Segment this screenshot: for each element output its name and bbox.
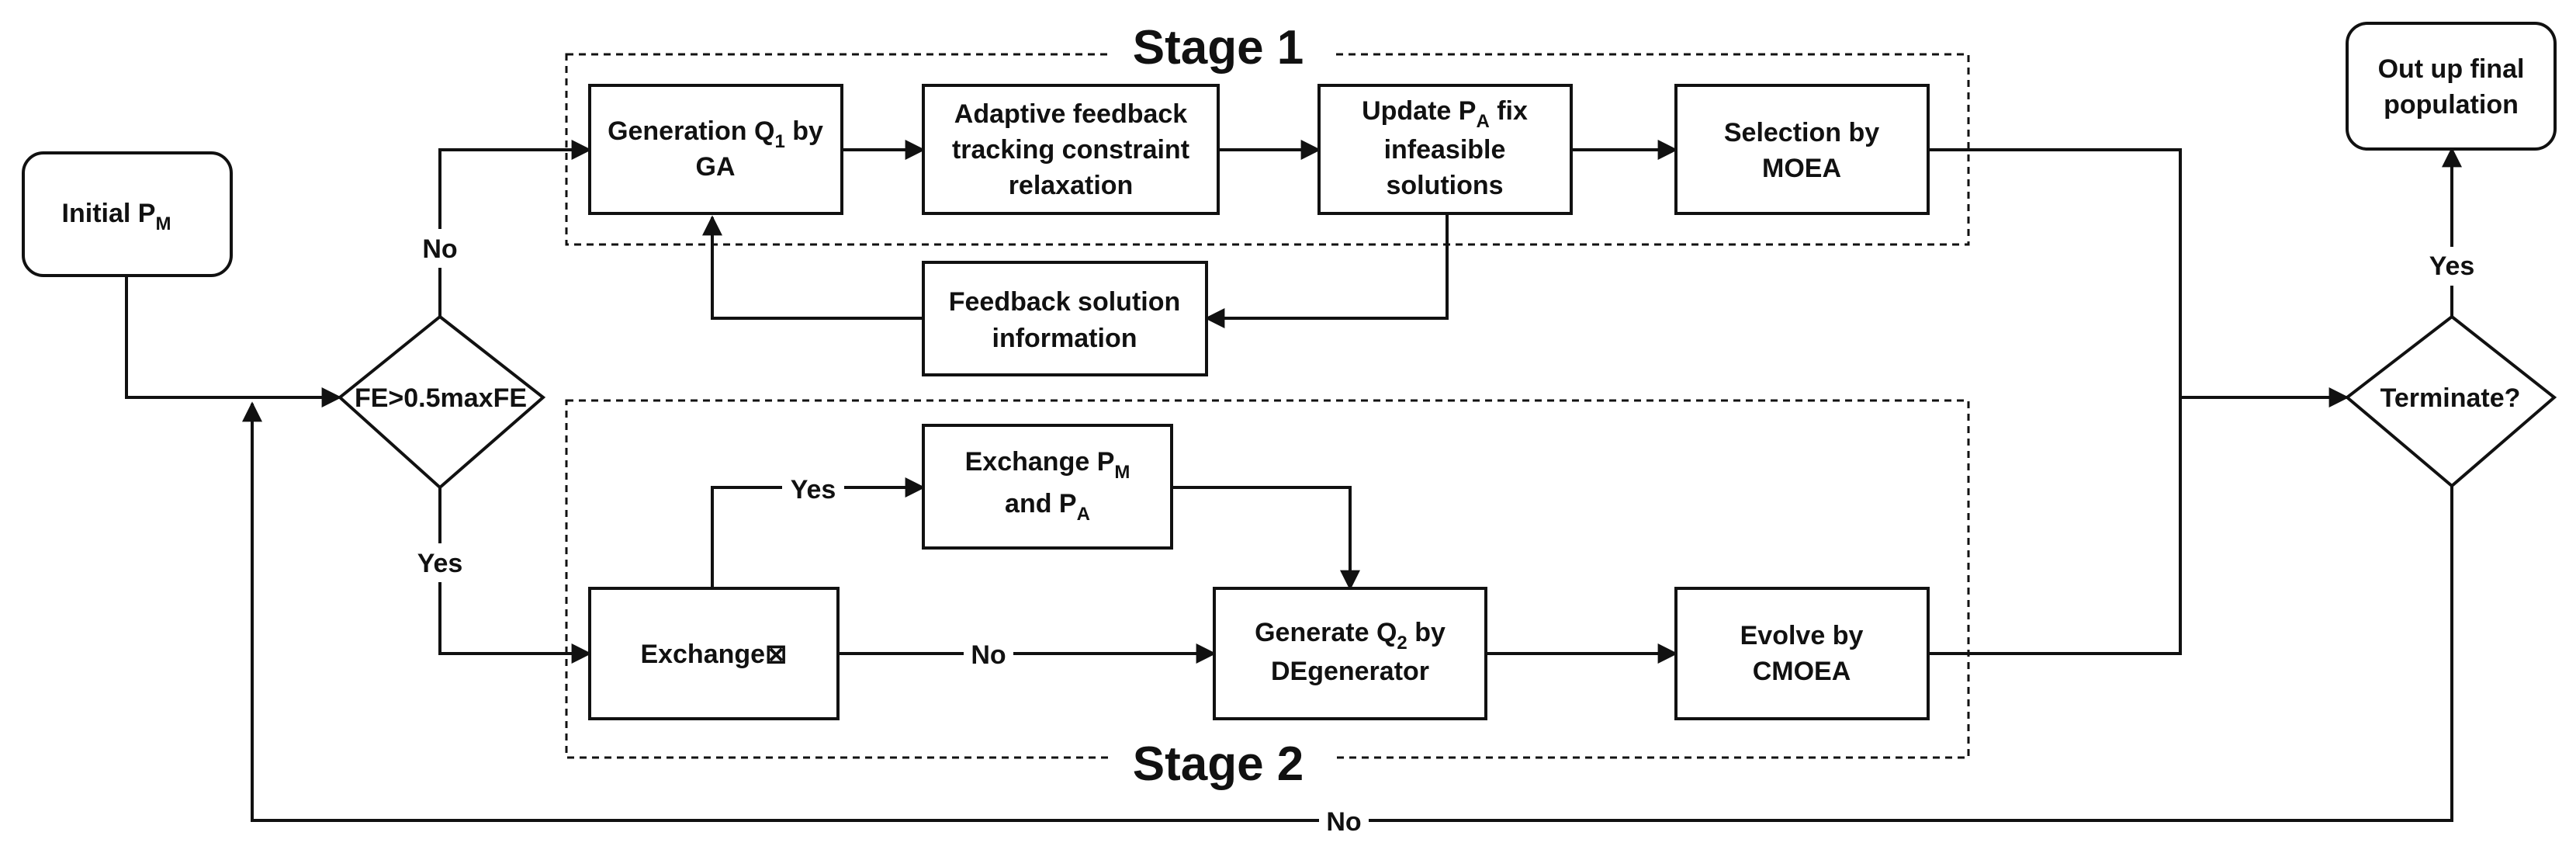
update-pa-line3: solutions xyxy=(1386,171,1503,200)
edge-evolve-to-merge xyxy=(1928,397,2182,655)
feedback-line2: information xyxy=(992,324,1137,353)
node-output: Out up final population xyxy=(2346,22,2557,151)
edge-label-terminate-yes: Yes xyxy=(2429,251,2475,281)
svg-text:Update PA fix: Update PA fix xyxy=(1362,96,1528,132)
node-exchange: Exchange⊠ xyxy=(588,587,840,720)
gen-q1-line2: GA xyxy=(696,152,736,182)
node-adaptive-feedback: Adaptive feedback tracking constraint re… xyxy=(922,84,1220,215)
update-pa-line1: Update P xyxy=(1362,96,1476,126)
node-evolve-cmoea: Evolve by CMOEA xyxy=(1674,587,1930,720)
stage1-title: Stage 1 xyxy=(1133,21,1304,75)
selection-line1: Selection by xyxy=(1724,118,1879,147)
exchange-pm-pa-subscript-m: M xyxy=(1114,462,1130,483)
gen-q1-line1-end: by xyxy=(785,116,823,146)
evolve-line1: Evolve by xyxy=(1740,621,1864,650)
node-decision-fe: FE>0.5maxFE xyxy=(337,314,546,490)
gen-q2-line1-end: by xyxy=(1407,618,1446,647)
edge-initial-to-decision xyxy=(125,276,342,407)
adaptive-line2: tracking constraint xyxy=(952,135,1189,165)
node-feedback-solution: Feedback solution information xyxy=(922,261,1208,376)
adaptive-line3: relaxation xyxy=(1009,171,1134,200)
update-pa-subscript: A xyxy=(1476,111,1489,132)
feedback-line1: Feedback solution xyxy=(949,287,1181,317)
terminate-label: Terminate? xyxy=(2380,383,2521,413)
edge-selection-to-merge xyxy=(1928,148,2182,397)
edge-label-fe-yes: Yes xyxy=(417,549,463,578)
exchange-label: Exchange⊠ xyxy=(640,640,787,669)
selection-line2: MOEA xyxy=(1762,154,1841,183)
edge-label-exchange-no: No xyxy=(971,640,1006,670)
initial-subscript: M xyxy=(155,213,171,234)
edge-exchange-pm-pa-to-gen-q2 xyxy=(1172,486,1360,591)
exchange-pm-pa-line1: Exchange P xyxy=(965,447,1115,477)
gen-q2-line2: DEgenerator xyxy=(1271,657,1429,686)
node-selection-moea: Selection by MOEA xyxy=(1674,84,1930,215)
edge-update-to-feedback xyxy=(1204,213,1449,328)
exchange-pm-pa-line2: and P xyxy=(1005,489,1077,518)
gen-q2-line1: Generate Q xyxy=(1255,618,1397,647)
edge-label-exchange-yes: Yes xyxy=(791,475,836,505)
node-exchange-pm-pa: Exchange PM and PA xyxy=(922,424,1173,550)
exchange-pm-pa-subscript-a: A xyxy=(1077,504,1090,525)
edge-feedback-to-gen-q1 xyxy=(702,215,923,320)
update-pa-line1-end: fix xyxy=(1490,96,1528,126)
update-pa-line2: infeasible xyxy=(1384,135,1506,165)
gen-q1-subscript: 1 xyxy=(774,131,784,152)
edge-label-terminate-no: No xyxy=(1326,807,1361,837)
adaptive-line1: Adaptive feedback xyxy=(954,99,1188,129)
edge-decision-yes-to-exchange xyxy=(438,487,592,664)
node-update-pa: Update PA fix infeasible solutions xyxy=(1317,84,1573,215)
output-line2: population xyxy=(2384,90,2519,120)
edge-exchange-yes-to-exchange-pm-pa xyxy=(711,477,926,588)
node-generate-q2: Generate Q2 by DEgenerator xyxy=(1213,587,1487,720)
svg-text:Initial PM: Initial PM xyxy=(62,199,171,234)
svg-text:Generate Q2 by: Generate Q2 by xyxy=(1255,618,1446,654)
svg-text:and PA: and PA xyxy=(1005,489,1090,525)
edge-label-fe-no: No xyxy=(422,234,457,264)
node-terminate: Terminate? xyxy=(2344,314,2557,488)
stage2-title: Stage 2 xyxy=(1133,737,1304,791)
svg-text:Generation Q1 by: Generation Q1 by xyxy=(608,116,823,152)
evolve-line2: CMOEA xyxy=(1753,657,1851,686)
svg-text:Exchange PM: Exchange PM xyxy=(965,447,1130,483)
node-generation-q1: Generation Q1 by GA xyxy=(588,84,843,215)
output-line1: Out up final xyxy=(2378,54,2525,84)
gen-q1-line1: Generation Q xyxy=(608,116,774,146)
node-initial: Initial PM xyxy=(22,151,233,277)
decision-fe-label: FE>0.5maxFE xyxy=(355,383,527,413)
initial-label: Initial P xyxy=(62,199,156,228)
gen-q2-subscript: 2 xyxy=(1397,633,1407,654)
